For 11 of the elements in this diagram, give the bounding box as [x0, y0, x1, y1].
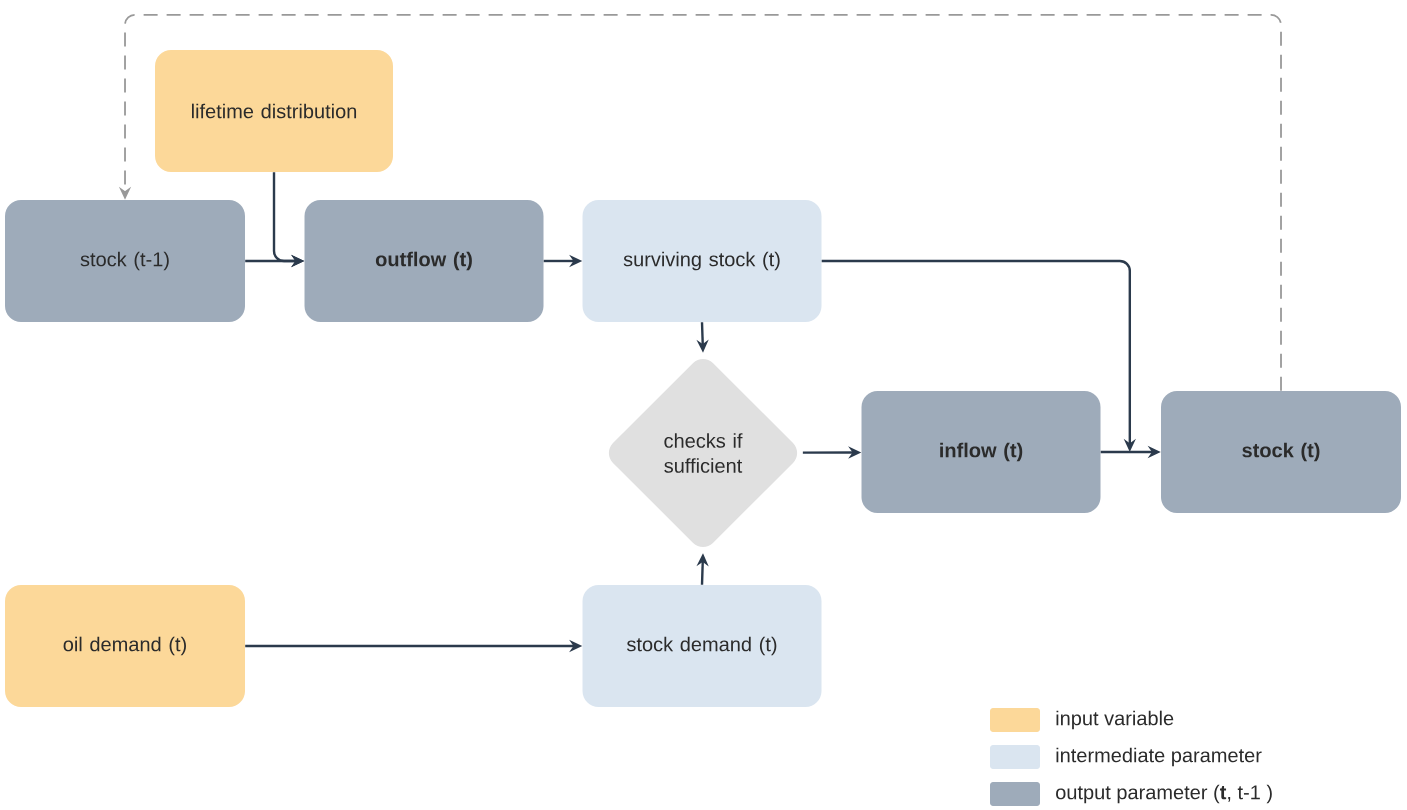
intermediate-box: stock demand (t) — [582, 585, 822, 707]
input-box: oil demand (t) — [5, 585, 245, 707]
output-box: stock (t-1) — [5, 200, 245, 322]
legend-label: input variable — [1056, 710, 1174, 730]
output-box: inflow (t) — [861, 391, 1101, 513]
legend-label: intermediate parameter — [1056, 747, 1262, 767]
output-box: stock (t) — [1161, 391, 1401, 513]
intermediate-box: surviving stock (t) — [582, 200, 822, 322]
legend-label: output parameter (t, t-1 ) — [1056, 784, 1272, 804]
output-box: outflow (t) — [304, 200, 544, 322]
input-box: lifetime distribution — [155, 50, 393, 172]
